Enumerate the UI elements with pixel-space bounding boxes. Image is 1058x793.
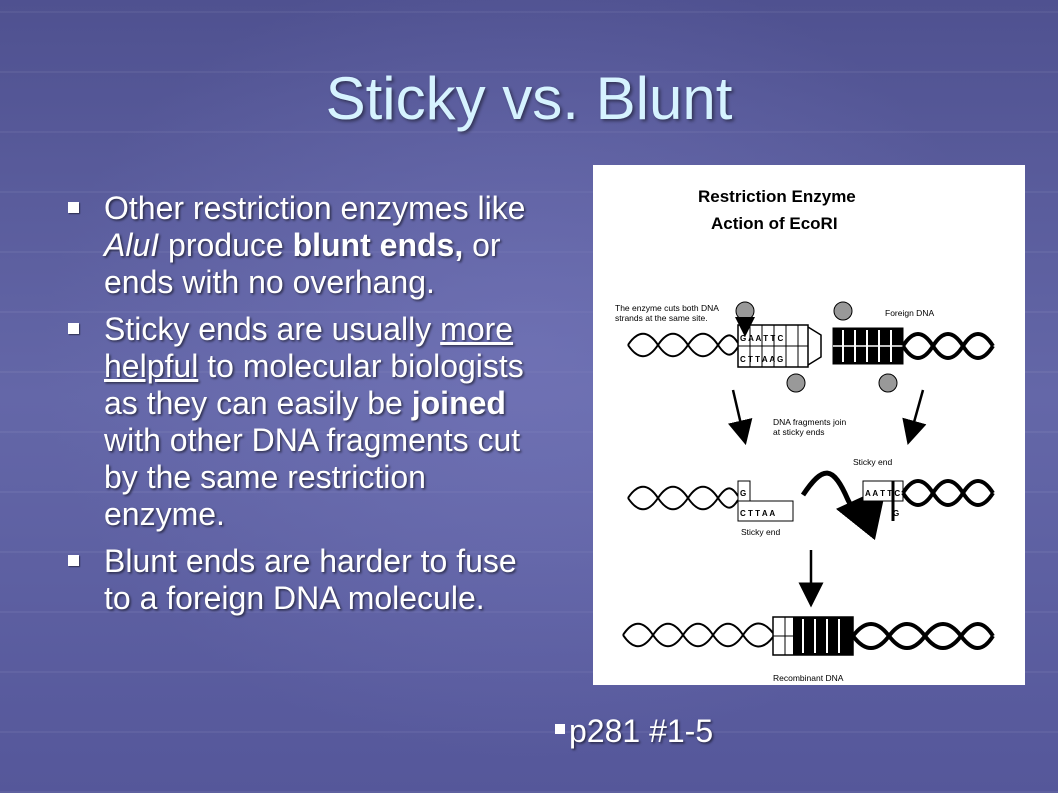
- bullet-text-run: to molecular biologists as they can easi…: [104, 348, 524, 421]
- bullet-text-run: Other restriction enzymes like: [104, 190, 526, 226]
- right-fragment-bottom-base: G: [893, 509, 899, 518]
- ecori-diagram: Restriction Enzyme Action of EcoRI The e…: [593, 165, 1025, 685]
- enzyme-icon-3: [833, 301, 853, 321]
- bullet-text-run: produce: [159, 227, 293, 263]
- enzyme-icon-1: [735, 301, 755, 337]
- right-fragment-top-bases: A A T T C: [865, 489, 900, 498]
- slide-title: Sticky vs. Blunt: [325, 65, 733, 132]
- left-fragment-bottom-bases: C T T A A: [740, 509, 775, 518]
- task-reference: p281 #1-5: [555, 713, 713, 750]
- square-bullet-icon: [68, 555, 79, 566]
- bullet-text-run: with other DNA fragments cut by the same…: [104, 422, 521, 532]
- bullet-list: Other restriction enzymes like AluI prod…: [66, 190, 536, 627]
- figure-title-line2: Action of EcoRI: [711, 214, 838, 233]
- bullet-text-run: AluI: [104, 227, 160, 263]
- bullet-item: Other restriction enzymes like AluI prod…: [66, 190, 536, 301]
- bullet-item: Blunt ends are harder to fuse to a forei…: [66, 543, 536, 617]
- right-fragment: A A T T C G: [862, 479, 995, 521]
- left-fragment-top-base: G: [740, 489, 746, 498]
- left-fragment: G C T T A A: [627, 480, 794, 522]
- bases-bottom-strand: C T T A A G: [740, 355, 783, 364]
- arrow-left-down: [727, 389, 753, 446]
- figure-title-line1: Restriction Enzyme: [698, 187, 856, 206]
- enzyme-icon-4: [878, 373, 898, 393]
- bases-top-strand: G A A T T C: [740, 334, 783, 343]
- label-cut-line2: strands at the same site.: [615, 313, 708, 323]
- label-sticky-end-top: Sticky end: [853, 457, 892, 467]
- square-bullet-icon: [68, 202, 79, 213]
- enzyme-icon-2: [786, 373, 806, 393]
- task-reference-text: p281 #1-5: [569, 713, 714, 749]
- label-recombinant-dna: Recombinant DNA: [773, 673, 844, 683]
- helix-left-top: [627, 332, 739, 358]
- recombinant-dna-strand: [622, 616, 995, 656]
- ecori-diagram-svg: Restriction Enzyme Action of EcoRI The e…: [615, 187, 995, 683]
- arrow-right-down: [902, 389, 927, 446]
- square-bullet-icon: [68, 323, 79, 334]
- bullet-text-run: Sticky ends are usually: [104, 311, 441, 347]
- label-sticky-end-bottom: Sticky end: [741, 527, 780, 537]
- bullet-text-run: more helpful: [104, 311, 514, 384]
- bullet-text-run: Blunt ends are harder to fuse to a forei…: [104, 543, 517, 616]
- label-join-line2: at sticky ends: [773, 427, 825, 437]
- join-arrow: [800, 470, 887, 541]
- bullet-item: Sticky ends are usually more helpful to …: [66, 311, 536, 533]
- square-bullet-icon: [555, 724, 565, 734]
- bullet-text-run: blunt ends,: [292, 227, 464, 263]
- bullet-text-run: joined: [411, 385, 506, 421]
- label-foreign-dna: Foreign DNA: [885, 308, 934, 318]
- label-cut-line1: The enzyme cuts both DNA: [615, 303, 719, 313]
- foreign-dna-top: [832, 327, 995, 365]
- bullet-text-run: or ends with no overhang.: [104, 227, 501, 300]
- label-join-line1: DNA fragments join: [773, 417, 846, 427]
- recognition-site: G A A T T C C T T A A G: [737, 324, 822, 368]
